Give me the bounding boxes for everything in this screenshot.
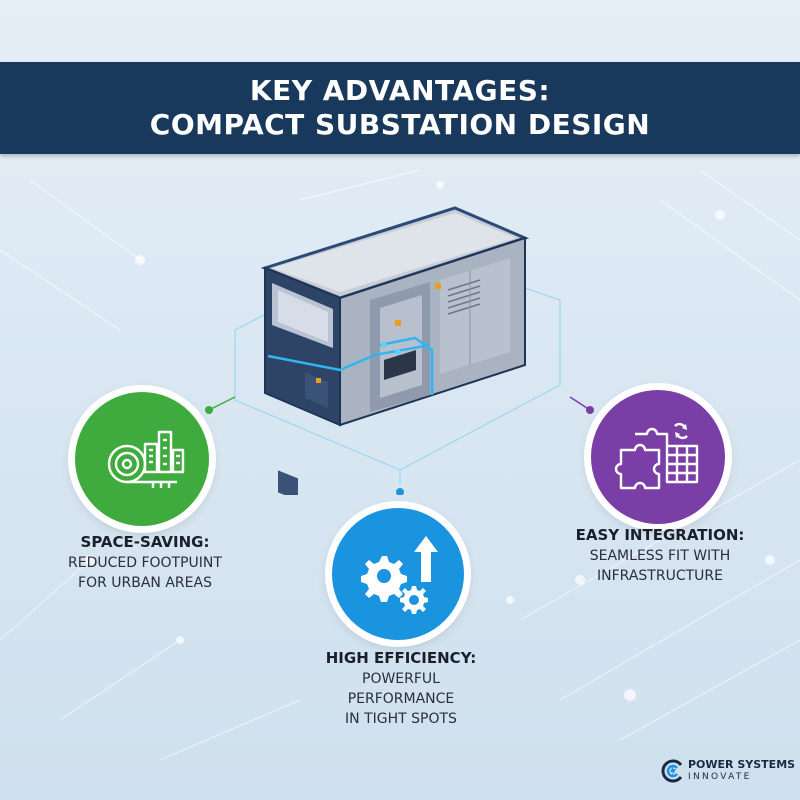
city-cable-reel-icon [107,430,185,488]
brand-name-line2: INNOVATE [688,772,752,782]
compact-substation-illustration [234,206,561,495]
page-title-line1: KEY ADVANTAGES: [249,74,551,107]
space-saving-label: SPACE-SAVING: REDUCED FOOTPUINT FOR URBA… [52,531,238,593]
high-efficiency-badge [332,508,464,640]
space-saving-description: REDUCED FOOTPUINT FOR URBAN AREAS [68,555,222,591]
title-banner: KEY ADVANTAGES: COMPACT SUBSTATION DESIG… [0,62,800,154]
connector-dot [396,488,404,495]
easy-integration-description: SEAMLESS FIT WITH INFRASTRUCTURE [589,548,731,584]
space-saving-badge [75,392,209,526]
puzzle-grid-icon [614,422,699,490]
easy-integration-badge [591,390,725,524]
gears-arrow-up-icon [361,536,438,614]
easy-integration-title: EASY INTEGRATION: [575,526,745,544]
high-efficiency-label: HIGH EFFICIENCY: POWERFUL PERFORMANCE IN… [306,647,496,729]
space-saving-title: SPACE-SAVING: [80,533,210,551]
high-efficiency-title: HIGH EFFICIENCY: [325,649,477,667]
brand-name-line1: POWER SYSTEMS [688,758,796,771]
easy-integration-label: EASY INTEGRATION: SEAMLESS FIT WITH INFR… [555,524,765,586]
high-efficiency-description: POWERFUL PERFORMANCE IN TIGHT SPOTS [345,671,457,727]
power-logo-icon [661,759,683,783]
page-title-line2: COMPACT SUBSTATION DESIGN [149,108,651,141]
brand-logo: POWER SYSTEMS INNOVATE [660,756,795,786]
